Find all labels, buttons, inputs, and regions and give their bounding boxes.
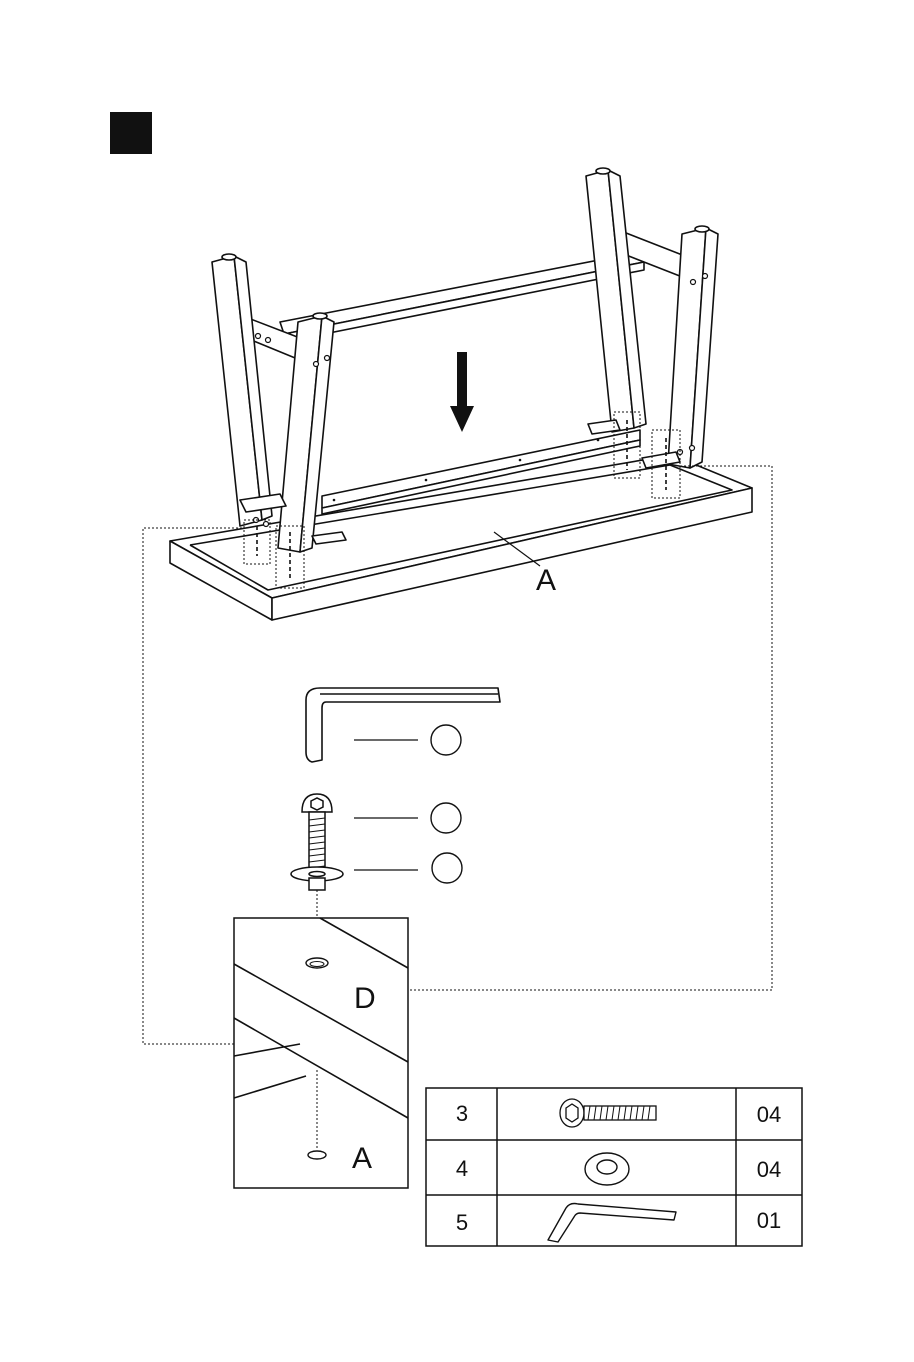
row-number: 3 bbox=[456, 1101, 468, 1126]
detail-label-top: D bbox=[354, 982, 376, 1015]
down-arrow-icon bbox=[450, 352, 474, 432]
callout-circle-1 bbox=[431, 725, 461, 755]
washer-icon bbox=[585, 1153, 629, 1185]
detail-label-bottom: A bbox=[352, 1142, 372, 1175]
bolt-with-washer-icon bbox=[291, 794, 343, 890]
row-quantity: 04 bbox=[757, 1157, 781, 1182]
row-number: 5 bbox=[456, 1210, 468, 1235]
row-quantity: 04 bbox=[757, 1102, 781, 1127]
table-row: 5 01 bbox=[456, 1204, 781, 1243]
callout-circle-2 bbox=[431, 803, 461, 833]
table-row: 4 04 bbox=[456, 1153, 781, 1185]
table-row: 3 04 bbox=[456, 1099, 781, 1127]
allen-key-icon bbox=[306, 688, 500, 762]
row-quantity: 01 bbox=[757, 1208, 781, 1233]
row-number: 4 bbox=[456, 1156, 468, 1181]
detail-view: D A bbox=[234, 918, 408, 1188]
callout-circle-3 bbox=[432, 853, 462, 883]
tabletop-label: A bbox=[536, 564, 556, 597]
parts-table: 3 04 4 04 bbox=[426, 1088, 802, 1246]
allen-key-icon bbox=[548, 1204, 676, 1243]
step-badge bbox=[110, 112, 152, 154]
bolt-icon bbox=[560, 1099, 656, 1127]
